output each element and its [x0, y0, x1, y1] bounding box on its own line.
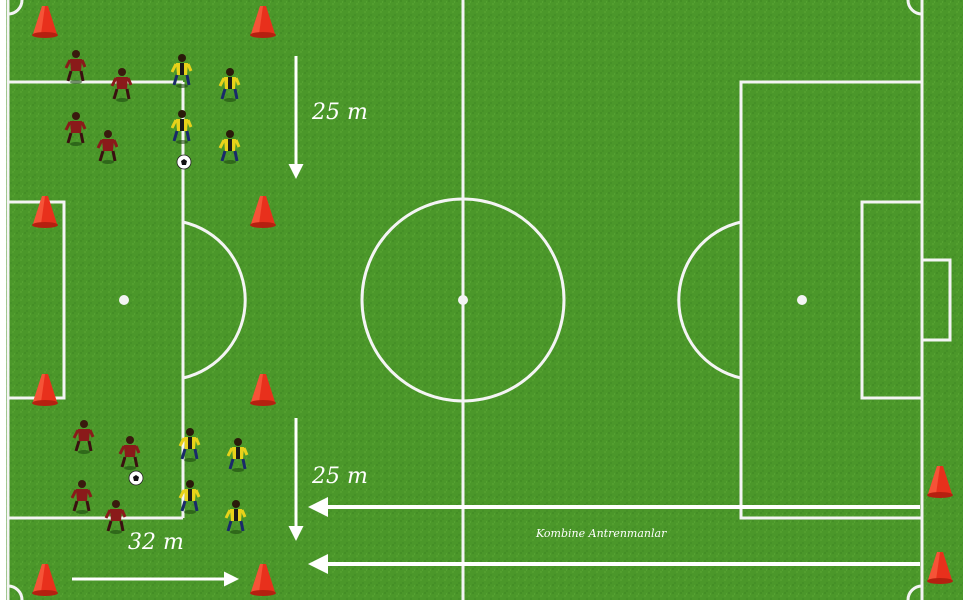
top-distance-label: 25 m — [312, 100, 368, 125]
left-penalty-spot — [119, 295, 129, 305]
center-spot — [458, 295, 468, 305]
right-penalty-spot — [797, 295, 807, 305]
grass-surface — [6, 0, 963, 600]
ball-icon — [129, 471, 143, 485]
width-distance-label: 32 m — [128, 530, 184, 555]
ball-icon — [177, 155, 191, 169]
bottom-distance-label: 25 m — [312, 464, 368, 489]
diagram-caption: Kombine Antrenmanlar — [536, 527, 666, 540]
